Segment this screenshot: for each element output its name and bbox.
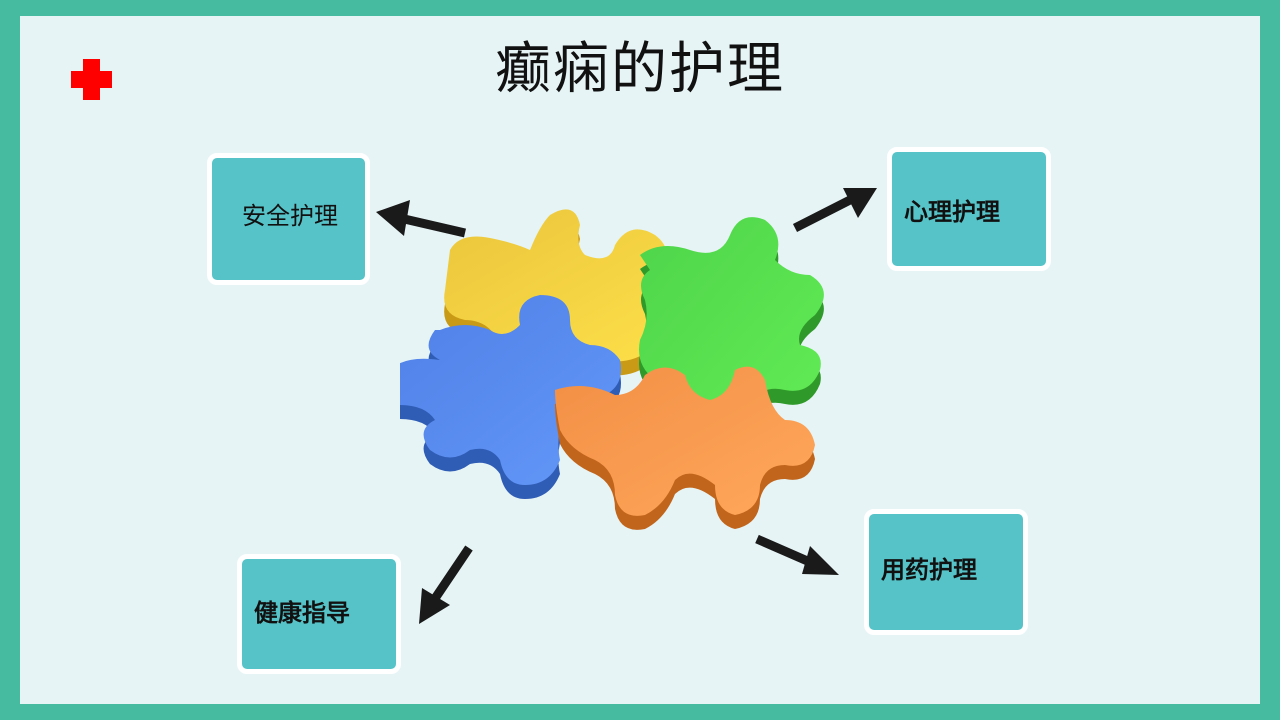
node-label: 用药护理 xyxy=(881,556,977,584)
node-psychological: 心理护理 xyxy=(887,147,1051,271)
puzzle-pieces-icon xyxy=(400,209,824,530)
node-medication: 用药护理 xyxy=(864,509,1028,635)
node-health-guidance: 健康指导 xyxy=(237,554,401,674)
orange-piece xyxy=(555,366,815,530)
node-safety: 安全护理 xyxy=(207,153,370,285)
page-title: 癫痫的护理 xyxy=(495,37,785,102)
red-cross-icon xyxy=(71,59,112,100)
node-label: 心理护理 xyxy=(904,198,1000,226)
node-label: 健康指导 xyxy=(254,598,350,627)
blue-piece xyxy=(400,295,621,499)
node-label: 安全护理 xyxy=(242,202,338,230)
